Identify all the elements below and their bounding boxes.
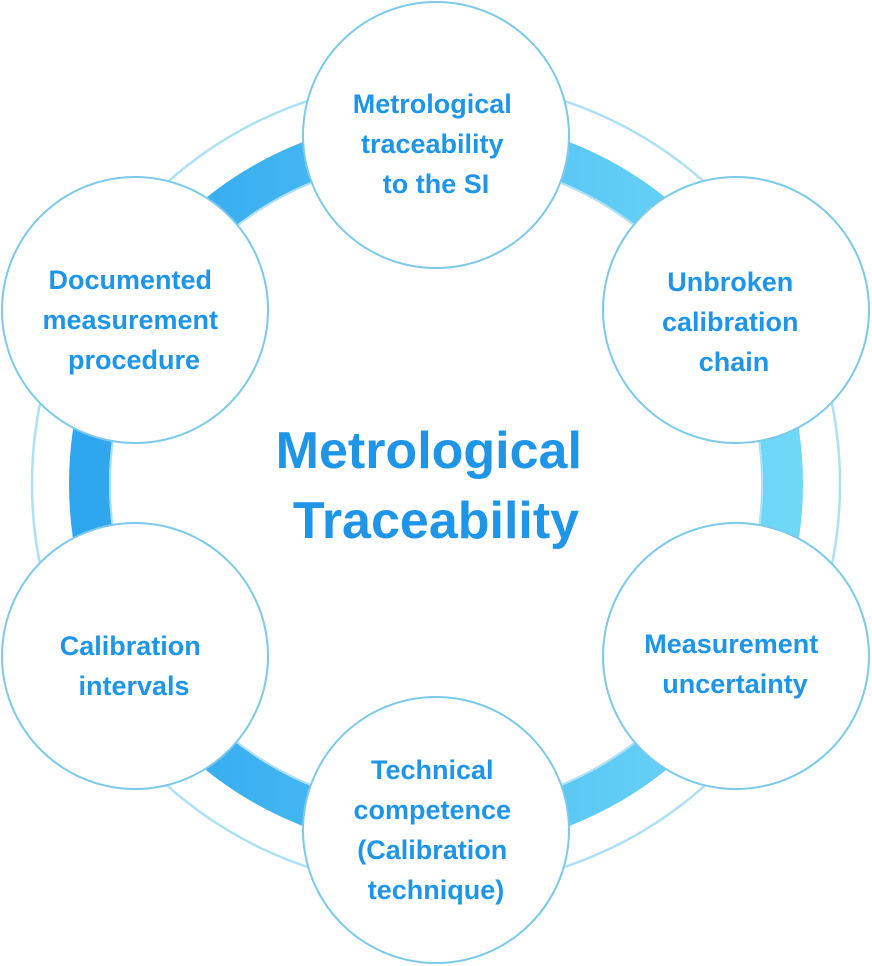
node-lower-right: Measurement uncertainty (602, 522, 870, 790)
node-label-line: competence (353, 795, 511, 825)
center-title-line-1: Metrological (276, 422, 582, 480)
node-label-line: procedure (68, 345, 200, 375)
node-label: Metrological traceability to the SI (353, 89, 520, 199)
node-circle (602, 522, 870, 790)
node-label-line: (Calibration (357, 835, 507, 865)
node-label-line: Documented (48, 265, 212, 295)
node-circle (602, 176, 870, 444)
center-title: Metrological Traceability (276, 422, 597, 550)
node-label-line: traceability (361, 129, 504, 159)
node-label-line: Unbroken (667, 267, 793, 297)
node-label-line: technique) (368, 875, 505, 905)
center-title-line-2: Traceability (293, 492, 579, 550)
node-label-line: calibration (662, 307, 799, 337)
node-label: Unbroken calibration chain (662, 267, 806, 377)
node-lower-left: Calibration intervals (1, 522, 269, 790)
node-label-line: chain (699, 347, 770, 377)
node-bottom: Technical competence (Calibration techni… (302, 696, 570, 964)
node-circle (302, 1, 570, 269)
node-circle (302, 696, 570, 964)
node-top: Metrological traceability to the SI (302, 1, 570, 269)
node-label-line: Measurement (644, 629, 818, 659)
node-label: Technical competence (Calibration techni… (353, 755, 518, 905)
node-upper-left: Documented measurement procedure (1, 176, 269, 444)
node-circle (1, 176, 269, 444)
node-upper-right: Unbroken calibration chain (602, 176, 870, 444)
node-label-line: to the SI (383, 169, 490, 199)
node-label-line: Calibration (60, 631, 201, 661)
node-label: Documented measurement procedure (42, 265, 225, 375)
node-label-line: Metrological (353, 89, 512, 119)
node-circle (1, 522, 269, 790)
node-label-line: measurement (42, 305, 218, 335)
node-label-line: Technical (371, 755, 494, 785)
node-label: Calibration intervals (60, 631, 209, 701)
node-label-line: intervals (78, 671, 189, 701)
node-label: Measurement uncertainty (644, 629, 826, 699)
node-label-line: uncertainty (662, 669, 808, 699)
